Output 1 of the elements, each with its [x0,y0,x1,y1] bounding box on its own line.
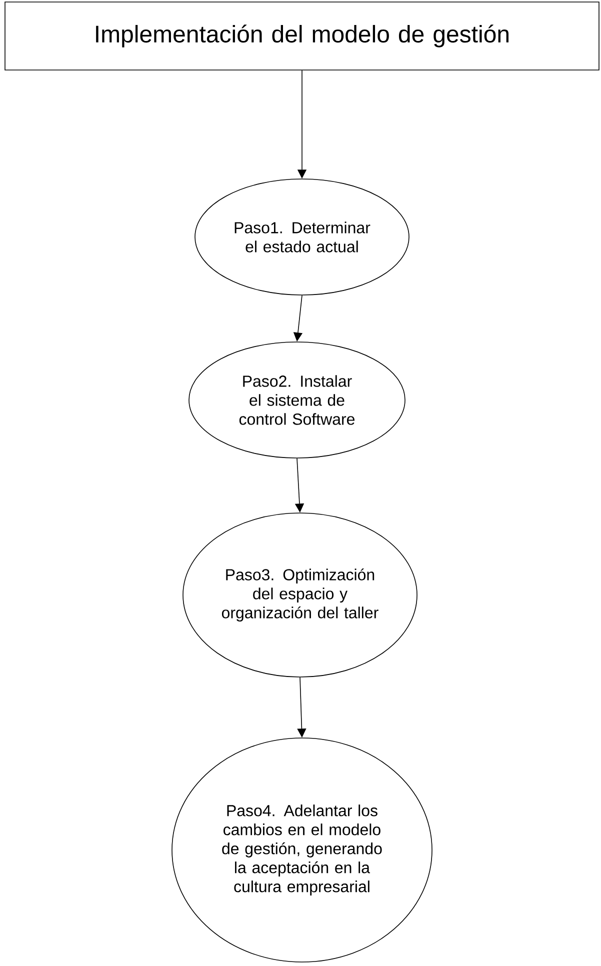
title-box: Implementación del modelo de gestión [4,2,600,70]
